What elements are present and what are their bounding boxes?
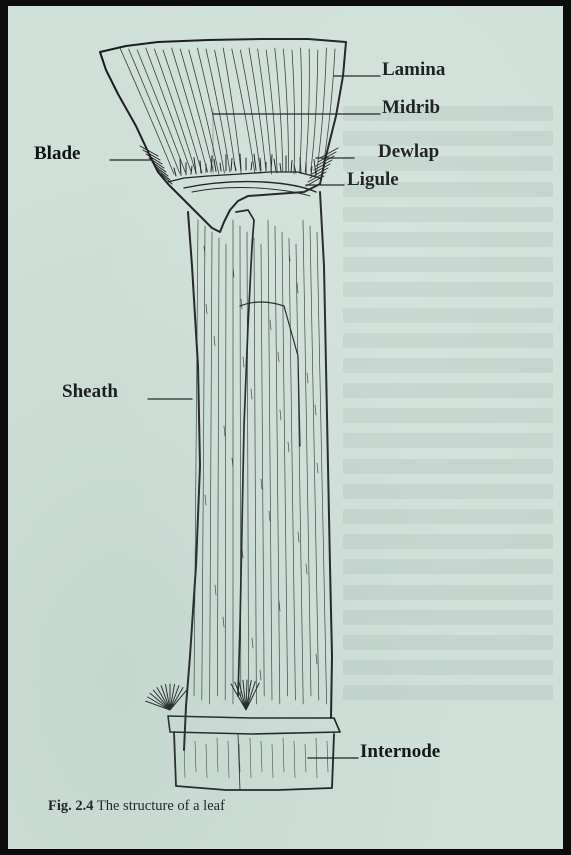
ligule-inner xyxy=(192,188,310,197)
label-dewlap: Dewlap xyxy=(378,141,439,163)
figure-caption: Fig. 2.4 The structure of a leaf xyxy=(48,798,225,815)
sheath-drawing xyxy=(184,192,332,750)
figure-title: The structure of a leaf xyxy=(97,798,225,814)
label-midrib: Midrib xyxy=(382,97,440,119)
slide-background: Lamina Midrib Blade Dewlap Ligule Sheath… xyxy=(8,6,563,849)
ligule-drawing xyxy=(184,182,316,192)
label-sheath: Sheath xyxy=(62,381,118,403)
label-ligule: Ligule xyxy=(347,169,399,191)
label-internode: Internode xyxy=(360,741,440,763)
label-blade: Blade xyxy=(34,143,80,165)
label-lamina: Lamina xyxy=(382,59,445,81)
lamina-drawing xyxy=(100,39,346,232)
internode-drawing xyxy=(168,716,340,790)
leaf-structure-drawing xyxy=(8,6,563,849)
figure-number: Fig. 2.4 xyxy=(48,798,94,814)
node-hairs xyxy=(146,680,260,710)
